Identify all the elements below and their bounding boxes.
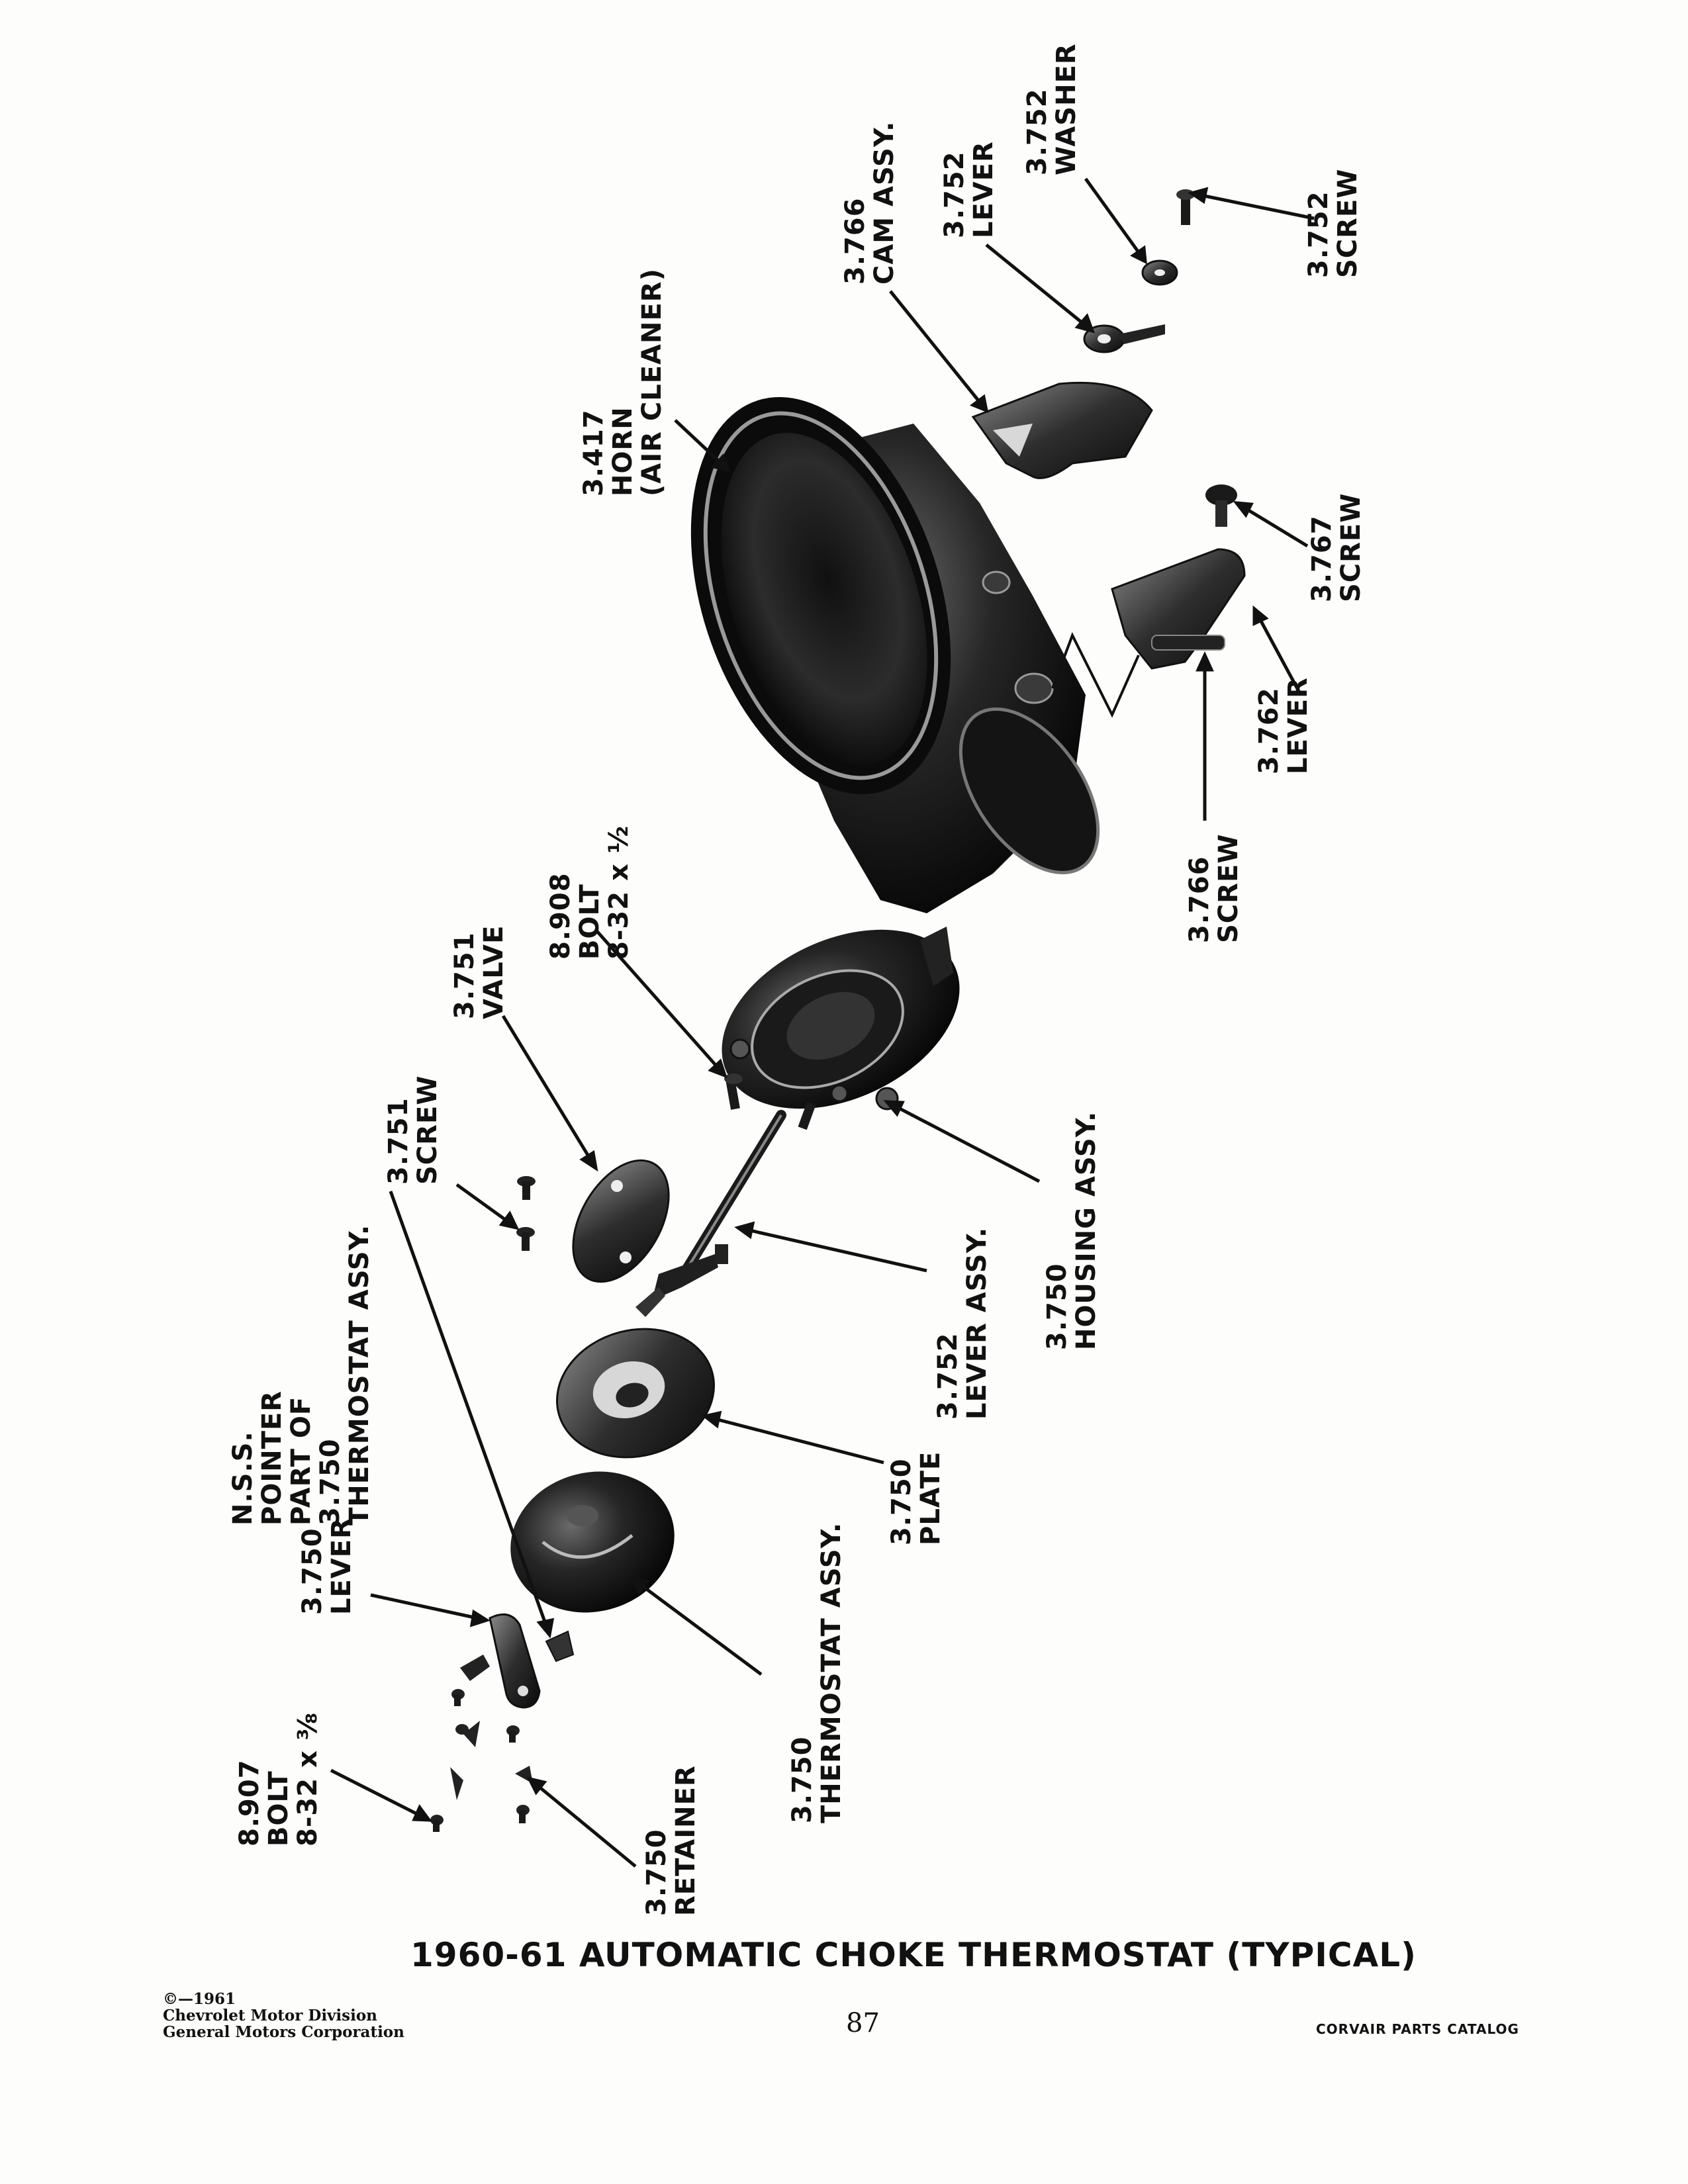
label-bolt-8907-size: 8-32 x ⅜	[293, 1711, 323, 1846]
label-lever-3750: 3.750 LEVER	[297, 1518, 357, 1615]
label-screw-3767: 3.767 SCREW	[1307, 493, 1366, 602]
label-valve: 3.751 VALVE	[449, 925, 509, 1019]
label-lever-3750-name: LEVER	[326, 1518, 357, 1615]
label-plate: 3.750 PLATE	[886, 1451, 946, 1545]
thermostat-assy	[510, 1471, 675, 1613]
label-nss-pointer-assy: THERMOSTAT ASSY.	[344, 1224, 375, 1525]
label-screw-3767-number: 3.767	[1307, 515, 1337, 602]
screw-3751	[516, 1176, 536, 1251]
leader-lines	[330, 177, 1315, 1868]
label-lever-top: 3.752 LEVER	[939, 141, 999, 238]
lever-3750	[489, 1613, 541, 1709]
label-thermostat-assy: 3.750 THERMOSTAT ASSY.	[787, 1522, 847, 1823]
label-nss-pointer-number: 3.750	[315, 1438, 346, 1525]
label-bolt-8908: 8.908 BOLT 8-32 x ½	[545, 825, 634, 960]
cam-assy	[971, 381, 1153, 479]
label-nss-pointer: N.S.S. POINTER PART OF 3.750 THERMOSTAT …	[228, 1224, 375, 1525]
label-horn-note: (AIR CLEANER)	[637, 268, 667, 496]
label-plate-number: 3.750	[886, 1458, 917, 1545]
label-nss-pointer-nss: N.S.S.	[228, 1431, 258, 1525]
label-retainer-name: RETAINER	[671, 1765, 701, 1916]
label-retainer-number: 3.750	[641, 1829, 672, 1916]
bolt-8908	[724, 1073, 743, 1110]
label-bolt-8907-number: 8.907	[234, 1759, 265, 1846]
label-lever-assy: 3.752 LEVER ASSY.	[933, 1227, 992, 1420]
label-screw-3766-name: SCREW	[1213, 833, 1244, 943]
label-thermostat-assy-name: THERMOSTAT ASSY.	[816, 1522, 847, 1823]
label-nss-pointer-partof: PART OF	[286, 1396, 316, 1525]
horn-air-cleaner	[690, 396, 1140, 913]
label-screw-3766-number: 3.766	[1184, 856, 1215, 943]
label-plate-name: PLATE	[915, 1451, 946, 1545]
label-horn-name: HORN	[608, 406, 638, 496]
label-horn-number: 3.417	[579, 409, 609, 496]
label-washer-name: WASHER	[1051, 43, 1082, 175]
screw-3767	[1205, 484, 1237, 527]
label-screw-top-number: 3.752	[1303, 191, 1334, 278]
lever-top	[1083, 324, 1165, 353]
label-valve-name: VALVE	[479, 925, 509, 1019]
label-thermostat-assy-number: 3.750	[787, 1736, 818, 1823]
copyright-year: ©—1961	[163, 1990, 236, 2008]
label-lever-assy-number: 3.752	[933, 1332, 963, 1420]
label-lever-3762: 3.762 LEVER	[1254, 677, 1313, 774]
label-bolt-8908-size: 8-32 x ½	[604, 825, 634, 960]
copyright-division: Chevrolet Motor Division	[163, 2007, 377, 2025]
label-housing-assy: 3.750 HOUSING ASSY.	[1042, 1111, 1102, 1350]
label-lever-3762-name: LEVER	[1283, 677, 1313, 774]
copyright-corporation: General Motors Corporation	[163, 2023, 404, 2041]
label-nss-pointer-name: POINTER	[257, 1390, 287, 1525]
lever-assy	[635, 1110, 786, 1317]
label-lever-assy-name: LEVER ASSY.	[962, 1226, 992, 1420]
screw-small	[798, 1101, 816, 1130]
page-number: 87	[846, 2008, 880, 2038]
lever-3762	[1111, 548, 1246, 670]
label-retainer: 3.750 RETAINER	[641, 1765, 701, 1916]
label-lever-3762-number: 3.762	[1254, 687, 1284, 774]
label-cam-assy-number: 3.766	[840, 197, 870, 285]
catalog-name: CORVAIR PARTS CATALOG	[1316, 2021, 1519, 2037]
label-housing-assy-name: HOUSING ASSY.	[1071, 1111, 1102, 1350]
label-cam-assy-name: CAM ASSY.	[869, 120, 900, 285]
label-screw-3751: 3.751 SCREW	[383, 1075, 443, 1185]
label-horn: 3.417 HORN (AIR CLEANER)	[579, 268, 667, 496]
label-lever-top-number: 3.752	[939, 151, 970, 238]
label-bolt-8907: 8.907 BOLT 8-32 x ⅜	[234, 1711, 323, 1846]
page-title: 1960-61 AUTOMATIC CHOKE THERMOSTAT (TYPI…	[410, 1936, 1417, 1974]
label-screw-3751-number: 3.751	[383, 1097, 414, 1185]
label-screw-3751-name: SCREW	[412, 1075, 443, 1185]
pointer	[545, 1630, 575, 1662]
label-washer: 3.752 WASHER	[1022, 43, 1082, 175]
label-bolt-8908-name: BOLT	[575, 884, 605, 960]
label-screw-top-name: SCREW	[1333, 168, 1363, 278]
label-bolt-8908-number: 8.908	[545, 872, 576, 960]
label-lever-3750-number: 3.750	[297, 1527, 328, 1615]
label-washer-number: 3.752	[1022, 88, 1053, 175]
plate	[556, 1328, 715, 1459]
label-lever-top-name: LEVER	[968, 141, 999, 238]
copyright-block: ©—1961 Chevrolet Motor Division General …	[163, 1991, 404, 2040]
label-valve-number: 3.751	[449, 932, 480, 1019]
washer	[1141, 259, 1178, 286]
label-screw-top: 3.752 SCREW	[1303, 168, 1363, 278]
label-cam-assy: 3.766 CAM ASSY.	[840, 120, 900, 285]
label-housing-assy-number: 3.750	[1042, 1263, 1072, 1350]
valve	[572, 1159, 670, 1283]
label-screw-3766: 3.766 SCREW	[1184, 833, 1244, 943]
label-bolt-8907-name: BOLT	[263, 1770, 294, 1846]
label-screw-3767-name: SCREW	[1336, 492, 1366, 602]
